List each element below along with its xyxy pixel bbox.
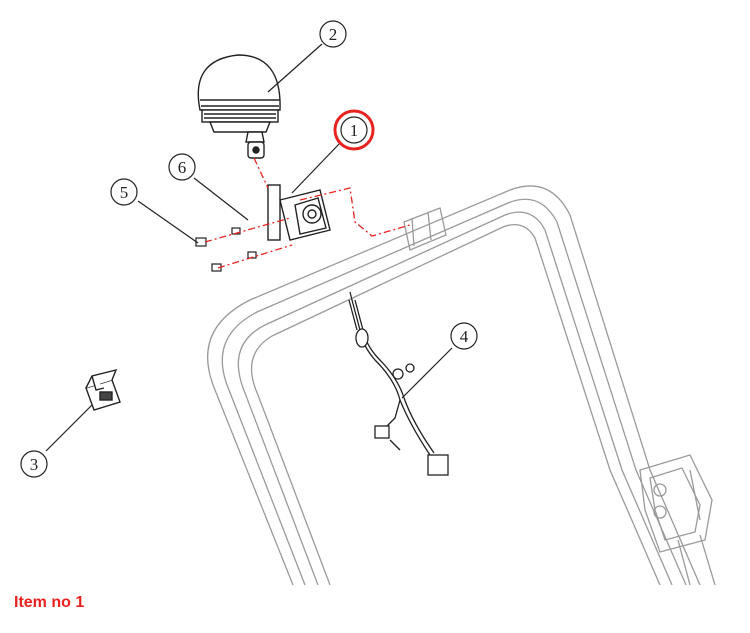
leader-6 [193, 177, 249, 221]
bolt-drawings [195, 227, 257, 272]
callout-5-label: 5 [120, 183, 129, 202]
callout-1-label: 1 [350, 121, 359, 140]
wiring-harness-drawing [348, 291, 449, 476]
exploded-parts-diagram: 1 2 3 4 5 6 [20, 20, 716, 585]
callout-3: 3 [20, 450, 48, 478]
leader-4 [401, 347, 453, 399]
leader-5 [137, 200, 199, 244]
callout-leaders [45, 43, 453, 452]
callout-4: 4 [450, 322, 478, 350]
leader-2 [267, 43, 323, 93]
callout-6-label: 6 [178, 158, 187, 177]
leader-1 [291, 142, 341, 194]
callout-5: 5 [110, 178, 138, 206]
leader-3 [45, 404, 93, 452]
mounting-bracket-drawing [267, 184, 331, 241]
callout-2: 2 [319, 20, 347, 48]
callout-1: 1 [333, 109, 375, 151]
beacon-lamp-drawing [197, 54, 281, 159]
assembly-center-lines [204, 157, 411, 269]
item-caption: Item no 1 [14, 594, 85, 611]
callout-2-label: 2 [329, 25, 338, 44]
roll-bar-frame [207, 185, 716, 585]
callout-6: 6 [168, 153, 196, 181]
loose-part-drawing [85, 368, 121, 411]
callout-4-label: 4 [460, 327, 469, 346]
callout-3-label: 3 [30, 455, 39, 474]
